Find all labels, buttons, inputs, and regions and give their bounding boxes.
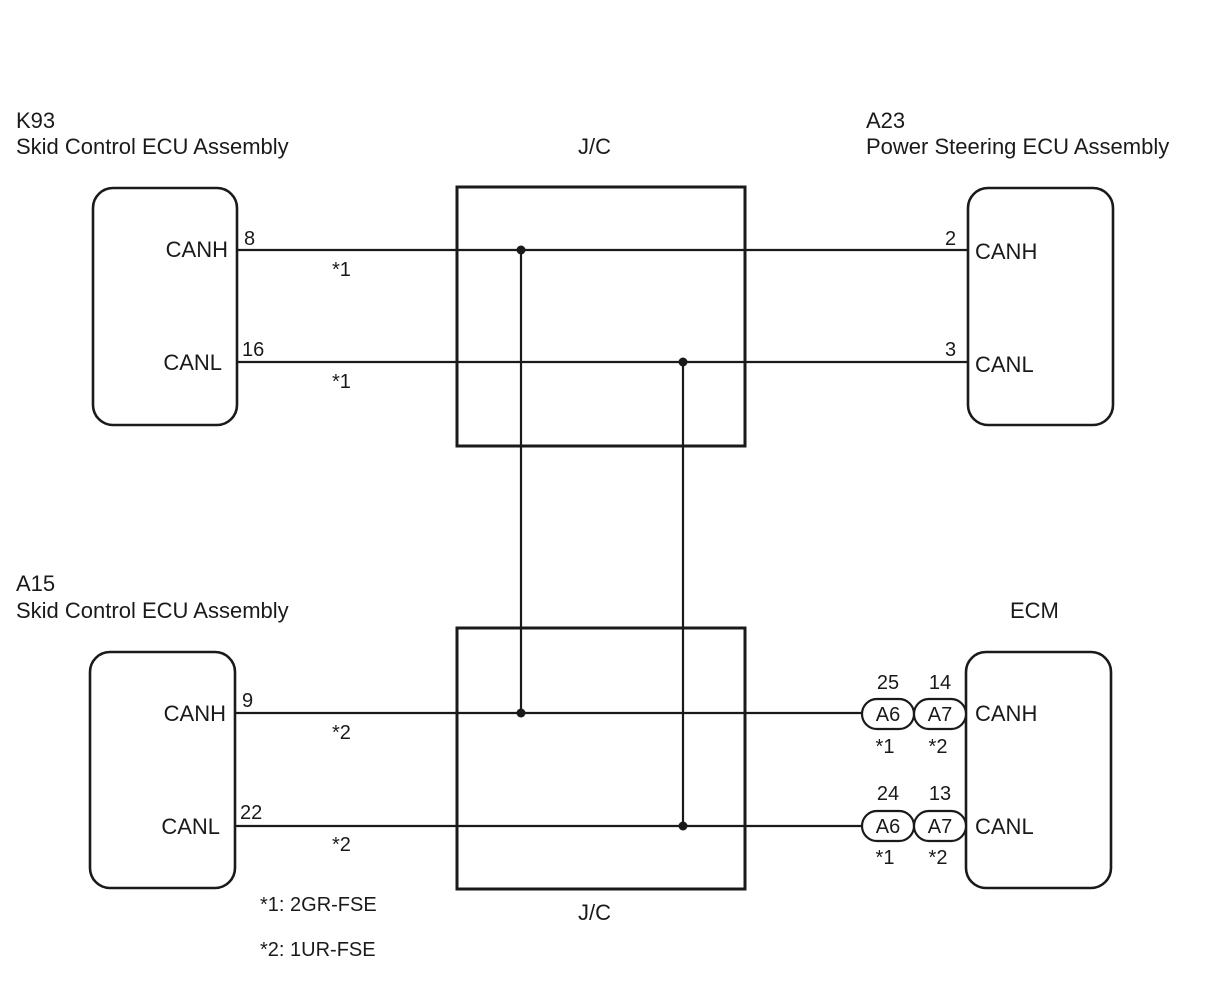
- ecm-name-label: ECM: [1010, 598, 1059, 623]
- pin-k93-canl: 16: [242, 339, 264, 361]
- k93-name-label: Skid Control ECU Assembly: [16, 134, 289, 159]
- footnote-2: *2: 1UR-FSE: [260, 939, 376, 961]
- footnote-1: *1: 2GR-FSE: [260, 894, 377, 916]
- a23-ecu-box: [966, 186, 1115, 427]
- canh-top-splice: [516, 245, 526, 255]
- a15-canh-label: CANH: [164, 701, 226, 726]
- wire-variant-mark: *1: [332, 259, 351, 281]
- a15-name-label: Skid Control ECU Assembly: [16, 598, 289, 623]
- a15-canl-label: CANL: [161, 814, 220, 839]
- connector-a7-canl-variant: *2: [929, 847, 948, 869]
- connector-a6-canl-variant: *1: [876, 847, 895, 869]
- ecm-canl-label: CANL: [975, 814, 1034, 839]
- pin-a23-canh: 2: [945, 228, 956, 250]
- a23-name-label: Power Steering ECU Assembly: [866, 134, 1169, 159]
- pin-a15-canh: 9: [242, 690, 253, 712]
- pin-k93-canh: 8: [244, 228, 255, 250]
- wire-variant-mark: *2: [332, 834, 351, 856]
- connector-a7-canl: [912, 809, 968, 843]
- ecm-box: [964, 650, 1113, 890]
- connector-a7-canh-variant: *2: [929, 736, 948, 758]
- canh-bottom-splice: [516, 708, 526, 718]
- ecm-canh-label: CANH: [975, 701, 1037, 726]
- wire-variant-mark: *2: [332, 722, 351, 744]
- k93-id-label: K93: [16, 108, 55, 133]
- a15-id-label: A15: [16, 571, 55, 596]
- pin-ecm-a6-canh: 25: [877, 672, 899, 694]
- pin-a15-canl: 22: [240, 802, 262, 824]
- k93-ecu-box: [91, 186, 239, 427]
- pin-ecm-a7-canh: 14: [929, 672, 951, 694]
- a23-canl-label: CANL: [975, 352, 1034, 377]
- jc-top-box: [455, 185, 747, 448]
- k93-canl-label: CANL: [163, 350, 222, 375]
- canl-bottom-splice: [678, 821, 688, 831]
- canl-top-splice: [678, 357, 688, 367]
- jc-bottom-box: [455, 626, 747, 891]
- jc-bottom-label: J/C: [578, 900, 611, 925]
- pin-ecm-a6-canl: 24: [877, 783, 899, 805]
- connector-a7-canl-label: A7: [928, 816, 952, 838]
- connector-a6-canl-label: A6: [876, 816, 900, 838]
- connector-a6-canh-label: A6: [876, 704, 900, 726]
- a23-canh-label: CANH: [975, 239, 1037, 264]
- wire-variant-mark: *1: [332, 371, 351, 393]
- connector-a6-canh-variant: *1: [876, 736, 895, 758]
- jc-top-label: J/C: [578, 134, 611, 159]
- connector-a7-canh: [912, 697, 968, 731]
- a23-id-label: A23: [866, 108, 905, 133]
- a15-ecu-box: [88, 650, 237, 890]
- pin-a23-canl: 3: [945, 339, 956, 361]
- connector-a7-canh-label: A7: [928, 704, 952, 726]
- k93-canh-label: CANH: [166, 237, 228, 262]
- pin-ecm-a7-canl: 13: [929, 783, 951, 805]
